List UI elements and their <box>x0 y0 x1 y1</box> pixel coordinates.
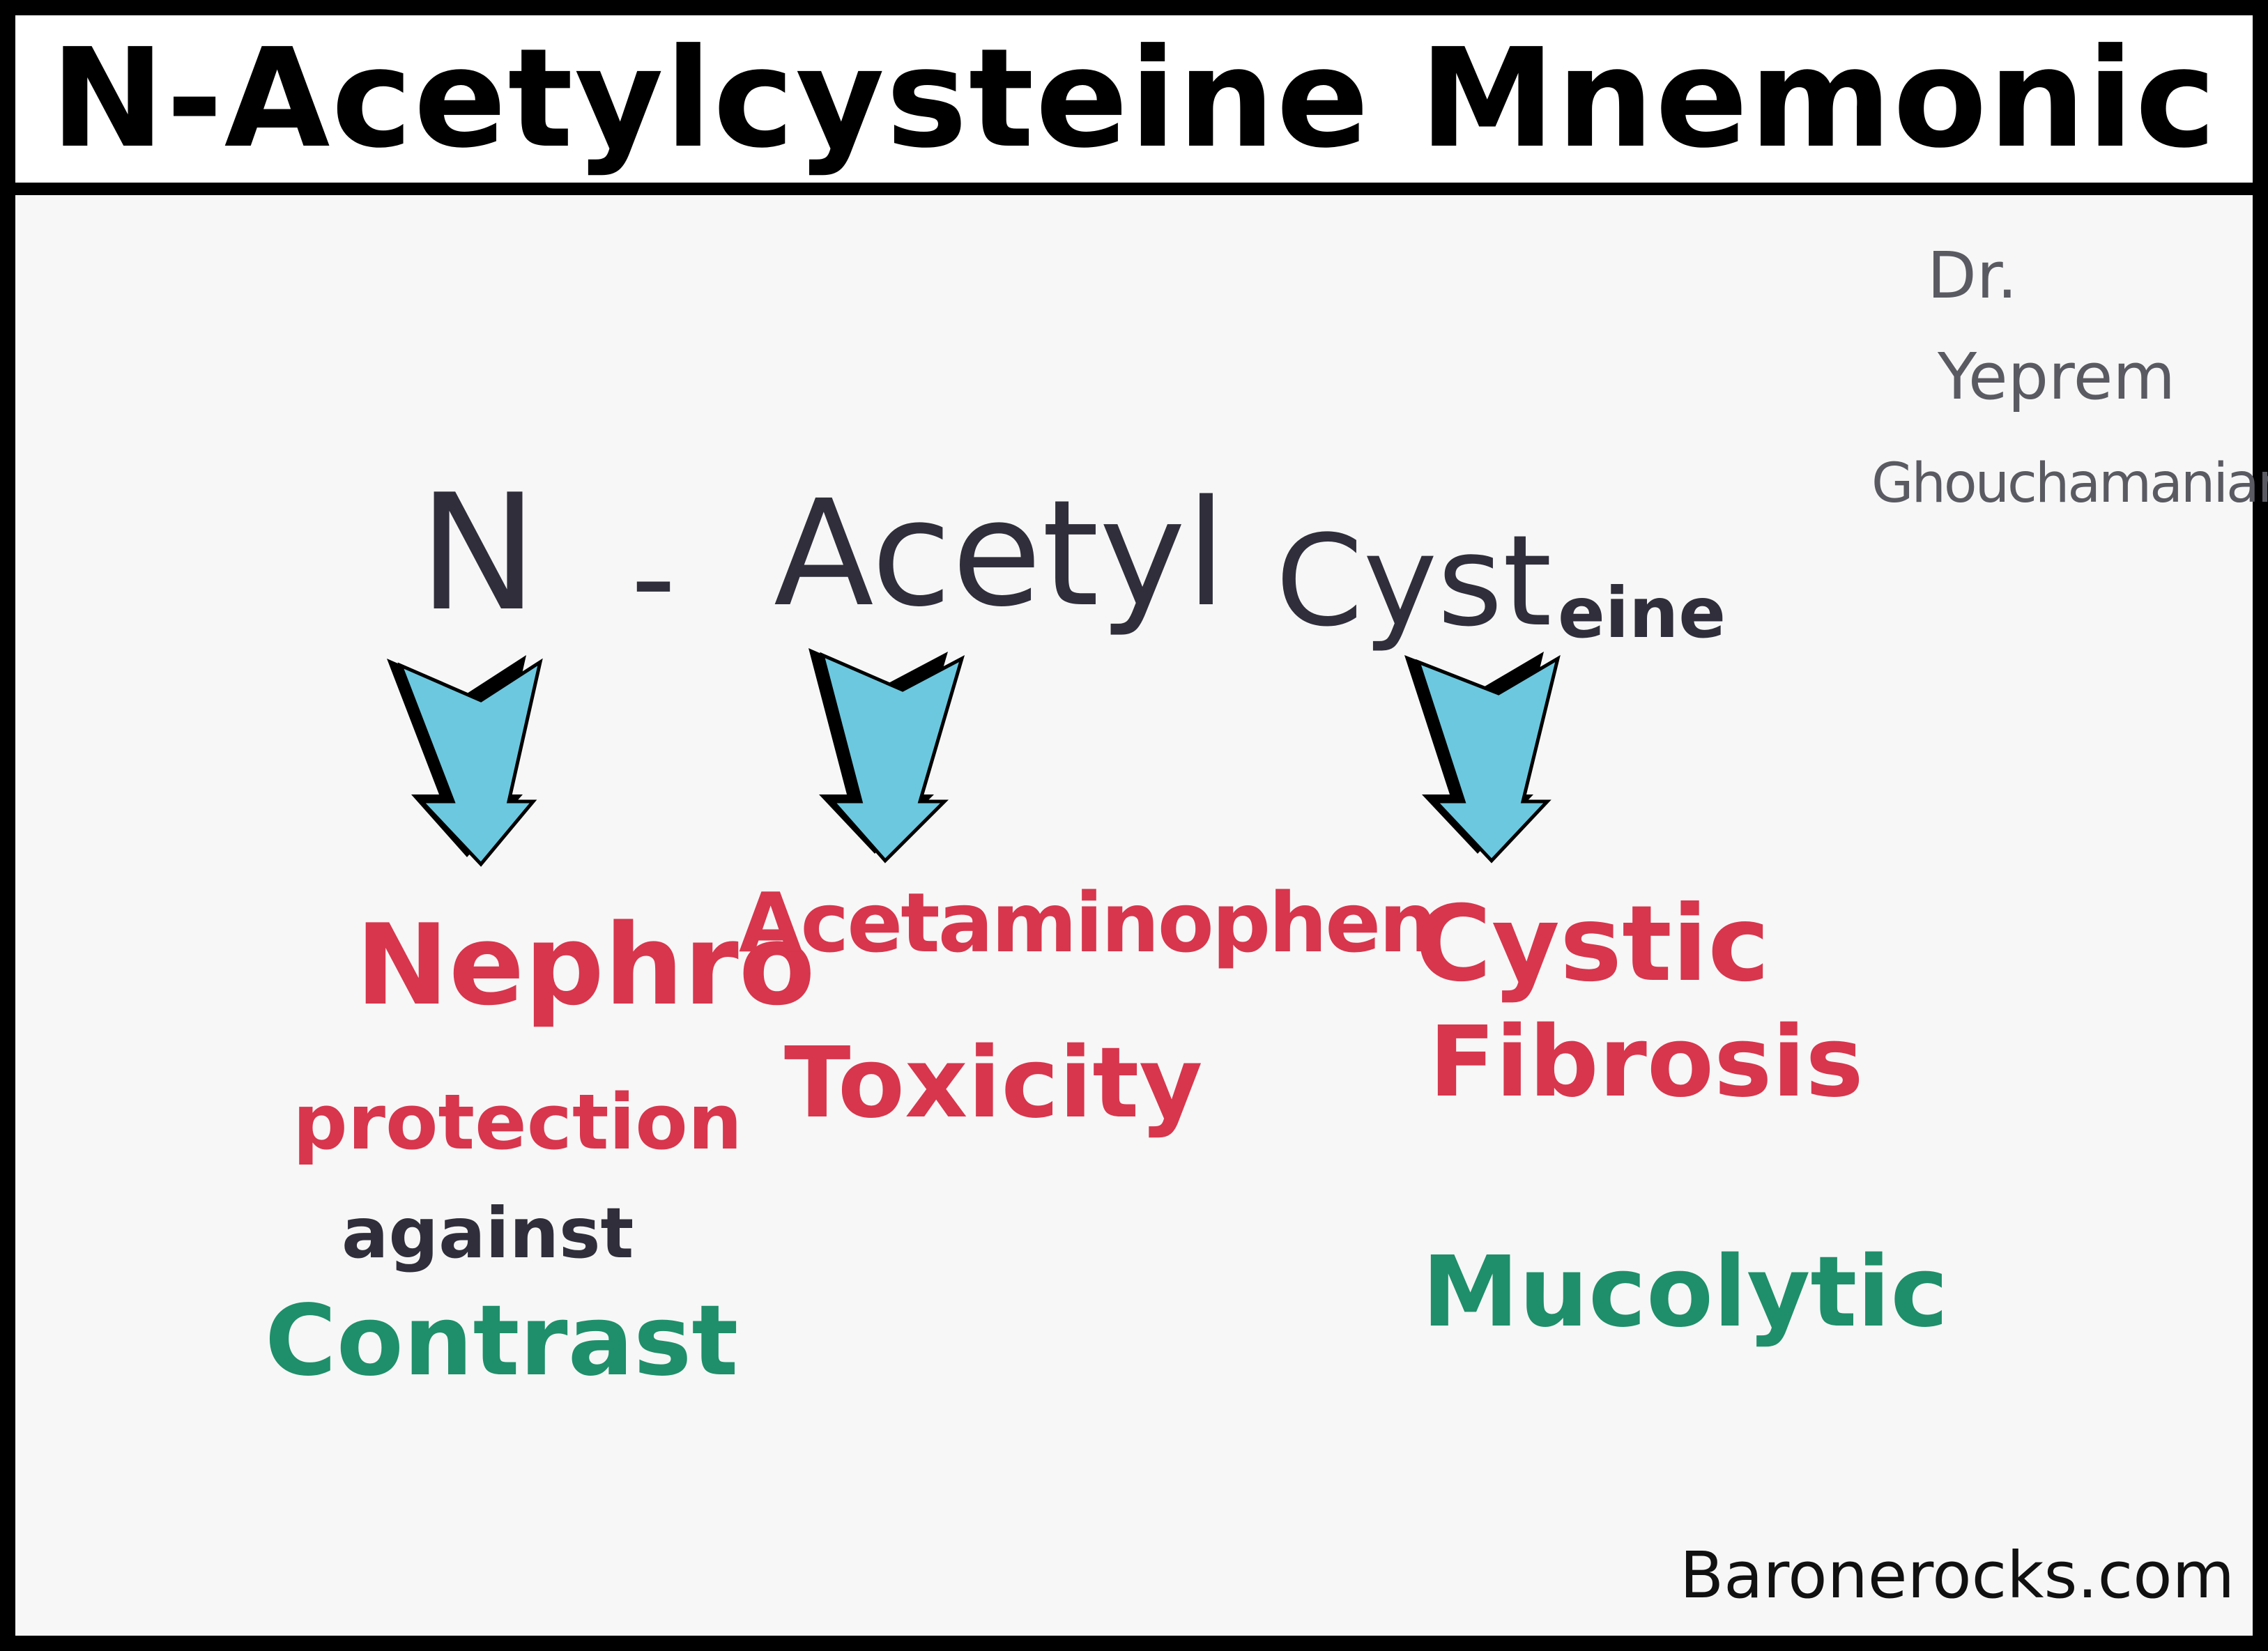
author-line-2: Yeprem <box>1938 339 2176 414</box>
author-line-3: Ghouchamanian <box>1871 452 2268 515</box>
drug-eine: eine <box>1558 572 1726 654</box>
col3-mucolytic: Mucolytic <box>1422 1236 1949 1349</box>
col2-toxicity: Toxicity <box>784 1027 1203 1140</box>
arrow-down-icon-2 <box>809 648 965 863</box>
drug-dash: - <box>631 505 676 651</box>
page-title: N-Acetylcysteine Mnemonic <box>50 20 2218 178</box>
col2-acetaminophen: Acetaminophen <box>739 875 1437 971</box>
col3-fibrosis: Fibrosis <box>1429 1006 1864 1119</box>
arrow-down-icon-1 <box>387 655 543 867</box>
drug-acetyl: Acetyl <box>774 468 1227 639</box>
col1-nephro: Nephro <box>355 900 815 1030</box>
col3-cystic: Cystic <box>1415 884 1770 1005</box>
website-link[interactable]: Baronerocks.com <box>1680 1538 2235 1613</box>
arrow-down-icon-3 <box>1404 652 1561 863</box>
title-bar: N-Acetylcysteine Mnemonic <box>15 15 2253 195</box>
drug-cyst: Cyst <box>1275 509 1552 654</box>
author-line-1: Dr. <box>1927 238 2018 313</box>
col1-against: against <box>342 1192 634 1274</box>
col1-protection: protection <box>293 1077 743 1167</box>
col1-contrast: Contrast <box>265 1284 739 1398</box>
drug-letter-n: N <box>418 461 539 647</box>
